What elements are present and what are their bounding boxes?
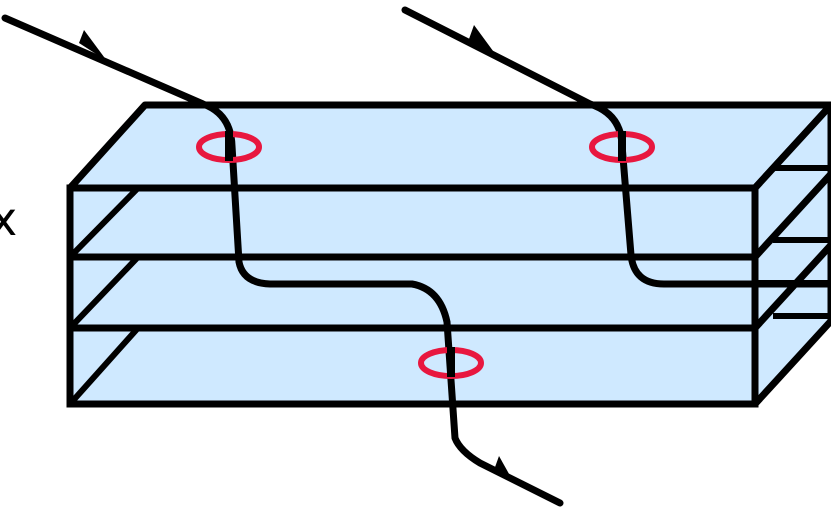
left-entry-path xyxy=(1,14,564,507)
exit-arrowhead xyxy=(494,456,513,481)
right-entry-path xyxy=(401,6,831,288)
side-label: x xyxy=(0,192,18,246)
layer-line-side-1 xyxy=(752,171,831,260)
layer-diagonal-3 xyxy=(67,325,141,407)
slab-top-face xyxy=(66,101,831,192)
slab-front-face xyxy=(66,184,759,408)
right-entry-arrowhead xyxy=(469,25,496,55)
layer-diagonal-2 xyxy=(67,254,141,331)
layer-diagonal-1 xyxy=(67,185,141,260)
left-entry-arrowhead xyxy=(79,30,107,61)
